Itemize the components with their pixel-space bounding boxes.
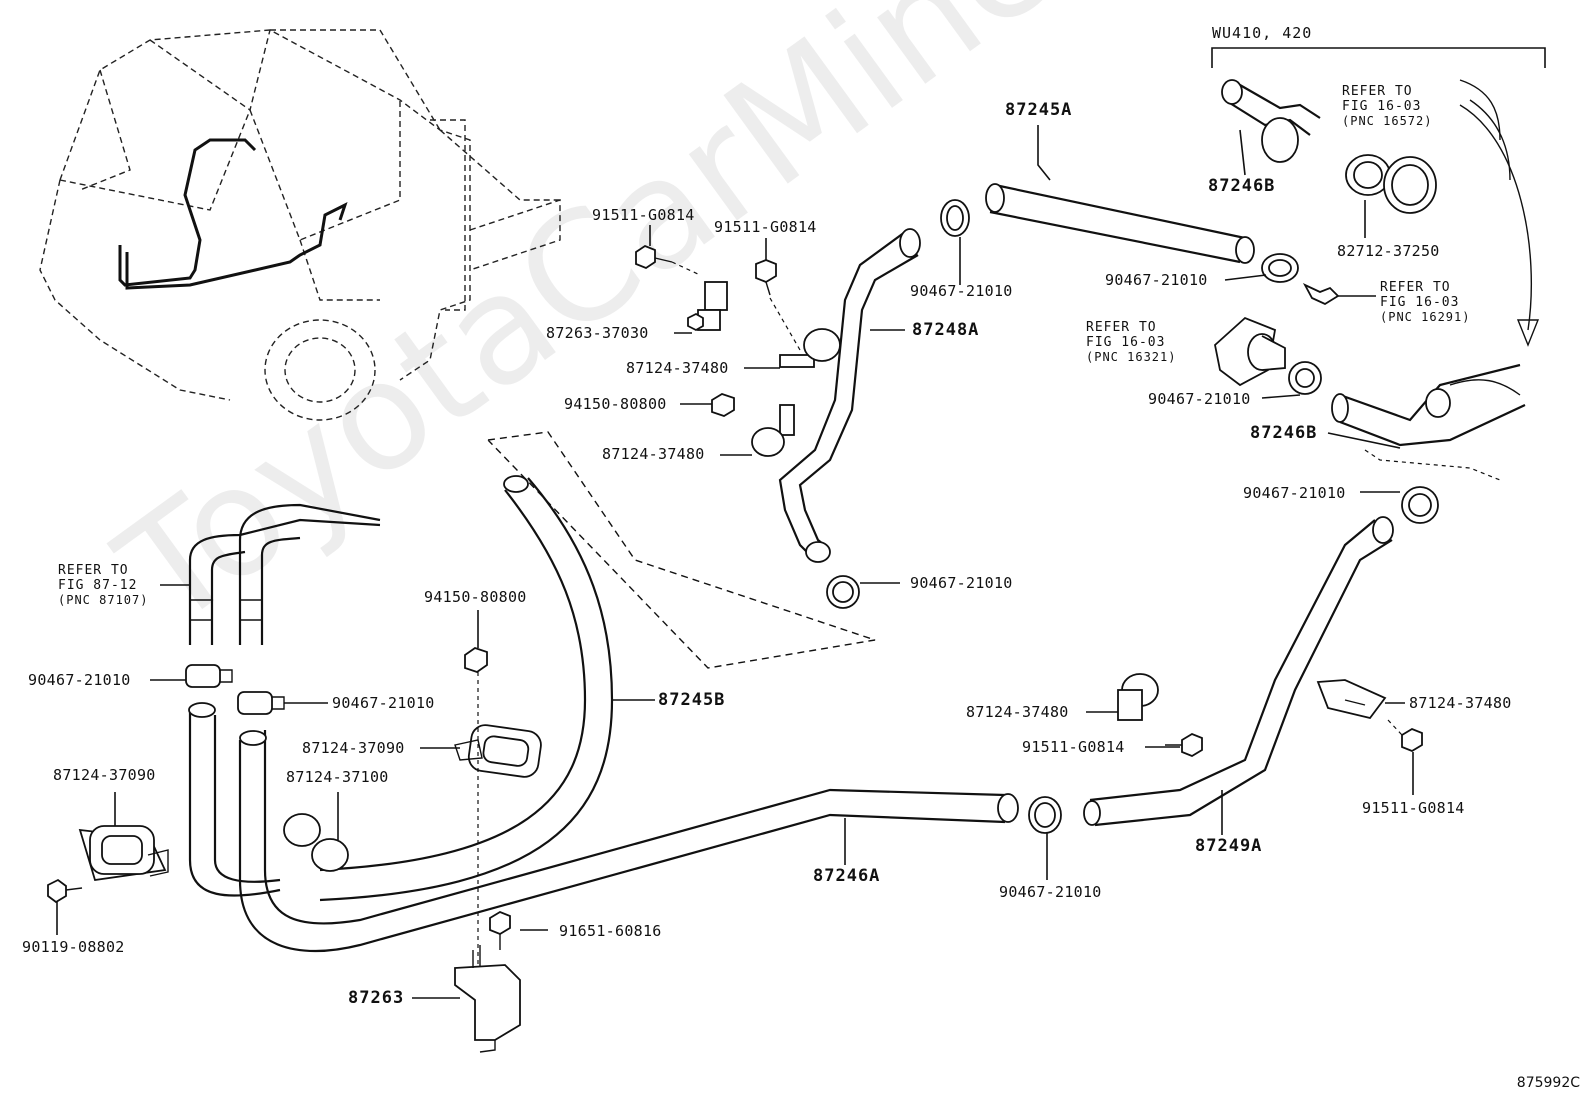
note-line: FIG 16-03 — [1342, 99, 1422, 114]
bolt-91511-d — [1401, 727, 1423, 753]
dashed-boundary-87245B — [487, 431, 876, 669]
label-87124-37090-center: 87124-37090 — [302, 739, 405, 757]
bolt-91511-a — [635, 244, 673, 270]
label-91651: 91651-60816 — [559, 922, 662, 940]
note-line: REFER TO — [58, 563, 129, 578]
label-87249A: 87249A — [1195, 836, 1263, 856]
clamp-90467-g — [1401, 486, 1439, 524]
variant-bracket — [1211, 47, 1546, 68]
bolt-91651 — [489, 910, 511, 950]
hose-87246B-top — [1221, 79, 1321, 163]
label-87124-37480-d: 87124-37480 — [1409, 694, 1512, 712]
label-87246B-top: 87246B — [1208, 176, 1276, 196]
note-line: (PNC 16321) — [1086, 350, 1177, 364]
note-line: REFER TO — [1380, 280, 1451, 295]
hose-87249A — [1089, 519, 1376, 802]
label-82712: 82712-37250 — [1337, 242, 1440, 260]
clamp-87124-37480-b — [751, 404, 795, 457]
note-refer-16321: REFER TO FIG 16-03 (PNC 16321) — [1086, 320, 1176, 365]
label-91511-b: 91511-G0814 — [714, 218, 817, 236]
label-87246B-mid: 87246B — [1250, 423, 1318, 443]
clamp-90467-h — [1028, 796, 1062, 834]
label-94150-a: 94150-80800 — [564, 395, 667, 413]
clamp-90467-d — [237, 691, 285, 715]
clamp-87124-37480-a — [779, 328, 841, 368]
clamp-90467-b — [826, 575, 860, 609]
retainer-87124-37090-center — [454, 724, 542, 778]
label-90467-c: 90467-21010 — [28, 671, 131, 689]
clamp-87124-37480-c — [1117, 673, 1159, 721]
note-line: FIG 16-03 — [1086, 335, 1166, 350]
label-87124-37100: 87124-37100 — [286, 768, 389, 786]
clamp-87124-37480-d — [1316, 679, 1387, 720]
fitting-pnc-16291 — [1302, 283, 1340, 306]
label-90467-f: 90467-21010 — [1148, 390, 1251, 408]
clamp-90467-e — [1261, 253, 1299, 283]
label-87124-37480-b: 87124-37480 — [602, 445, 705, 463]
note-line: (PNC 87107) — [58, 593, 149, 607]
note-refer-87107: REFER TO FIG 87-12 (PNC 87107) — [58, 563, 148, 608]
label-94150-b: 94150-80800 — [424, 588, 527, 606]
label-87124-37480-c: 87124-37480 — [966, 703, 1069, 721]
note-line: (PNC 16291) — [1380, 310, 1471, 324]
bolt-91511-b — [755, 259, 777, 296]
label-87124-37480-a: 87124-37480 — [626, 359, 729, 377]
clamp-90467-a — [940, 199, 970, 237]
clip-87263-37030 — [687, 281, 728, 332]
hose-87246B-mid — [1331, 363, 1526, 447]
label-90467-a: 90467-21010 — [910, 282, 1013, 300]
fitting-pnc-16321 — [1214, 316, 1286, 387]
label-90467-b: 90467-21010 — [910, 574, 1013, 592]
note-refer-16572: REFER TO FIG 16-03 (PNC 16572) — [1342, 84, 1432, 129]
note-line: REFER TO — [1342, 84, 1413, 99]
label-87124-37090-left: 87124-37090 — [53, 766, 156, 784]
bracket-87263 — [454, 945, 521, 1053]
label-91511-a: 91511-G0814 — [592, 206, 695, 224]
clamp-82712-37250 — [1345, 154, 1437, 214]
hose-87245B — [319, 489, 587, 872]
note-line: (PNC 16572) — [1342, 114, 1433, 128]
clamp-87124-37100 — [283, 813, 349, 872]
label-87263: 87263 — [348, 988, 405, 1008]
bolt-90119 — [47, 878, 83, 904]
figure-code: 875992C — [1516, 1075, 1580, 1091]
note-line: REFER TO — [1086, 320, 1157, 335]
label-87263-37030: 87263-37030 — [546, 324, 649, 342]
note-refer-16291: REFER TO FIG 16-03 (PNC 16291) — [1380, 280, 1470, 325]
label-90467-h: 90467-21010 — [999, 883, 1102, 901]
bolt-91511-c — [1165, 732, 1203, 758]
hose-87248A — [778, 231, 906, 556]
label-91511-c: 91511-G0814 — [1022, 738, 1125, 756]
label-90467-d: 90467-21010 — [332, 694, 435, 712]
nut-94150-center — [464, 647, 488, 673]
label-91511-d: 91511-G0814 — [1362, 799, 1465, 817]
label-90467-g: 90467-21010 — [1243, 484, 1346, 502]
hose-87245A — [994, 183, 1246, 240]
clamp-90467-c — [185, 664, 233, 688]
label-87246A: 87246A — [813, 866, 881, 886]
nut-94150-upper — [711, 393, 735, 417]
label-87245B: 87245B — [658, 690, 726, 710]
clamp-90467-f — [1288, 361, 1322, 395]
label-87248A: 87248A — [912, 320, 980, 340]
label-90119: 90119-08802 — [22, 938, 125, 956]
note-line: FIG 16-03 — [1380, 295, 1460, 310]
retainer-87124-37090-left — [78, 825, 169, 882]
truck-outline — [39, 29, 561, 421]
variant-arrow-line — [1459, 104, 1533, 331]
hose-87246A — [263, 730, 1006, 925]
variant-label: WU410, 420 — [1212, 24, 1313, 42]
label-90467-e: 90467-21010 — [1105, 271, 1208, 289]
note-line: FIG 87-12 — [58, 578, 138, 593]
label-87245A: 87245A — [1005, 100, 1073, 120]
